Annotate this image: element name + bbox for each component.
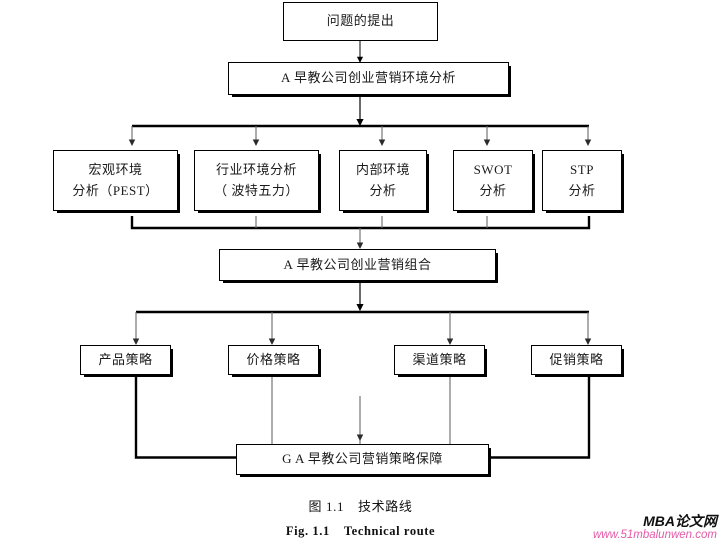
node-promotion-strategy-line-1: 促销策略 (549, 351, 604, 367)
node-swot-analysis-line-2: 分析 (479, 182, 507, 198)
fanout-bar-marketing-mix (132, 310, 592, 345)
node-industry-environment-line-2: （ 波特五力） (214, 182, 299, 198)
node-strategy-guarantee-line-1: G A 早教公司营销策略保障 (282, 451, 443, 467)
fanout-bar-environment (128, 124, 592, 146)
node-marketing-mix[interactable]: A 早教公司创业营销组合 (219, 249, 496, 281)
node-stp-analysis[interactable]: STP 分析 (542, 150, 622, 211)
node-internal-environment-line-1: 内部环境 (355, 162, 410, 178)
figure-caption-en-label: Fig. 1.1 (285, 524, 330, 538)
node-internal-environment[interactable]: 内部环境 分析 (339, 150, 427, 211)
node-promotion-strategy[interactable]: 促销策略 (531, 345, 622, 375)
node-price-strategy-line-1: 价格策略 (246, 351, 301, 367)
watermark-brand: MBA论文网 (643, 513, 717, 529)
node-swot-analysis-line-1: SWOT (473, 162, 513, 178)
node-price-strategy[interactable]: 价格策略 (228, 345, 319, 375)
node-industry-environment-line-1: 行业环境分析 (215, 162, 297, 178)
node-product-strategy[interactable]: 产品策略 (80, 345, 171, 375)
node-environment-analysis-line-1: A 早教公司创业营销环境分析 (281, 70, 456, 86)
node-channel-strategy[interactable]: 渠道策略 (394, 345, 485, 375)
node-macro-environment[interactable]: 宏观环境 分析（PEST） (53, 150, 178, 211)
site-watermark: MBA论文网 www.51mbalunwen.com (593, 513, 717, 542)
figure-caption-cn-label: 图 1.1 (308, 499, 345, 514)
figure-caption-chinese: 图 1.1 技术路线 (0, 496, 721, 515)
figure-caption-en-title: Technical route (343, 524, 436, 538)
node-strategy-guarantee[interactable]: G A 早教公司营销策略保障 (236, 444, 489, 475)
node-problem-statement[interactable]: 问题的提出 (283, 2, 438, 41)
node-swot-analysis[interactable]: SWOT 分析 (453, 150, 533, 211)
node-macro-environment-line-2: 分析（PEST） (72, 182, 159, 198)
node-industry-environment[interactable]: 行业环境分析 （ 波特五力） (194, 150, 319, 211)
node-product-strategy-line-1: 产品策略 (98, 351, 153, 367)
node-stp-analysis-line-1: STP (570, 162, 594, 178)
node-internal-environment-line-2: 分析 (369, 182, 397, 198)
figure-caption-cn-title: 技术路线 (358, 499, 413, 514)
node-marketing-mix-line-1: A 早教公司创业营销组合 (283, 256, 432, 272)
merge-bar-environment-to-mix (130, 216, 591, 249)
node-channel-strategy-line-1: 渠道策略 (412, 351, 467, 367)
node-environment-analysis[interactable]: A 早教公司创业营销环境分析 (228, 62, 509, 95)
figure-caption-english: Fig. 1.1 Technical route (0, 524, 721, 539)
watermark-url: www.51mbalunwen.com (592, 529, 717, 542)
node-problem-statement-line-1: 问题的提出 (326, 13, 395, 29)
node-stp-analysis-line-2: 分析 (568, 182, 596, 198)
node-macro-environment-line-1: 宏观环境 (88, 162, 143, 178)
